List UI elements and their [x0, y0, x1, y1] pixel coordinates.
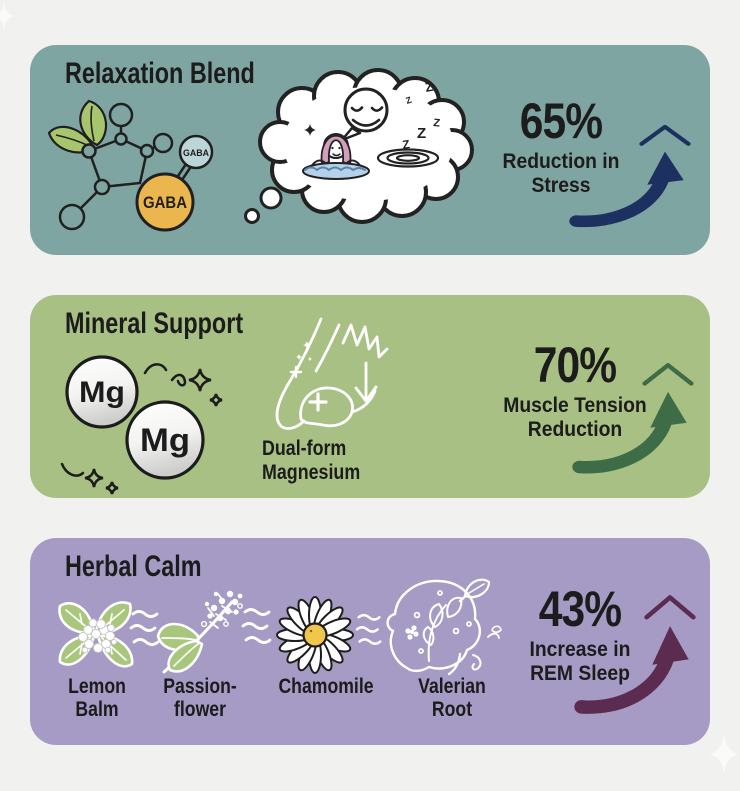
- mg-sphere: [125, 400, 205, 480]
- herb-label-passionflower: Passion-flower: [163, 675, 237, 722]
- thought-trail-bubble: [244, 208, 260, 224]
- down-arrow-icon: [354, 361, 378, 403]
- mg-symbol: Mg: [140, 422, 190, 458]
- trend-up-arrow-icon: [569, 124, 691, 228]
- svg-text:Z: Z: [433, 117, 441, 130]
- svg-text:Z: Z: [417, 125, 426, 142]
- flexed-muscle-icon: [275, 317, 389, 430]
- stat-value: 65%: [519, 93, 603, 149]
- stat-value: 70%: [533, 337, 617, 393]
- gaba-molecule-icon: GABA GABA: [47, 99, 214, 232]
- lemon-balm-icon: [58, 601, 134, 668]
- zzz-icon: Z Z Z Z Z: [401, 79, 440, 152]
- panel-title-relaxation-blend: Relaxation Blend: [65, 57, 255, 90]
- panel-herbal-calm: Herbal Calm: [30, 538, 710, 745]
- aroma-waves-icon: [129, 610, 160, 646]
- svg-text:Z: Z: [401, 137, 410, 152]
- gaba-node-small: [178, 134, 214, 170]
- flower-spikes: [204, 590, 243, 622]
- sleeping-person-icon: [302, 124, 370, 180]
- gaba-label-large: GABA: [143, 194, 187, 212]
- dream-thought-bubble-icon: Z Z Z Z Z: [244, 68, 474, 224]
- mg-symbol: Mg: [79, 376, 125, 409]
- flower-center: [302, 622, 328, 648]
- flower-spike-outlines: [200, 603, 243, 628]
- svg-text:Z: Z: [405, 95, 414, 106]
- sparkle-icon: [105, 481, 119, 495]
- smiley-cloud-icon: [340, 87, 389, 142]
- tension-zigzag-icon: [341, 323, 389, 359]
- panel-mineral-support: Mineral Support Mg Mg: [30, 295, 710, 498]
- leaf-vein: [90, 105, 95, 142]
- mg-sphere: [65, 355, 139, 429]
- leaf-veins: [65, 609, 127, 661]
- aroma-waves-icon: [241, 608, 272, 644]
- flower-center-dot: [309, 629, 313, 633]
- molecule-nodes: [58, 102, 174, 231]
- bath-water: [302, 162, 370, 180]
- leaf-veins: [161, 637, 199, 667]
- panel-relaxation-blend: Relaxation Blend GABA GABA: [30, 45, 710, 255]
- sparkle-icon: [209, 393, 223, 407]
- aroma-waves-icon: [355, 613, 382, 645]
- thought-trail-bubble: [259, 186, 283, 210]
- plus-mark: [289, 365, 303, 379]
- herb-label-chamomile: Chamomile: [278, 675, 374, 698]
- gaba-node-large: [135, 172, 195, 232]
- gaba-label-small: GABA: [183, 148, 209, 159]
- flower-cluster: [405, 625, 419, 640]
- sparkle-accents: [296, 341, 312, 361]
- plus-mark: [308, 392, 328, 412]
- sparkle-icon: [188, 368, 212, 392]
- sparkle-icon: [84, 468, 104, 488]
- sparkle-icon: [709, 734, 739, 774]
- magnesium-spheres-icon: Mg Mg: [60, 355, 223, 495]
- stat-value: 43%: [538, 581, 622, 637]
- head-outline: [386, 579, 482, 673]
- panel-title-herbal-calm: Herbal Calm: [65, 550, 202, 583]
- trend-up-arrow-icon: [574, 595, 696, 714]
- leaf-icon: [79, 99, 108, 147]
- berry-cluster: [78, 618, 117, 654]
- trend-up-arrow-icon: [572, 363, 694, 474]
- chamomile-icon: [276, 596, 354, 674]
- svg-text:Z: Z: [424, 79, 434, 95]
- passionflower-icon: [156, 590, 243, 674]
- sparkle-icon: [0, 2, 14, 30]
- sparkle-accents: [60, 363, 223, 495]
- dots: [413, 590, 472, 654]
- panel-title-mineral-support: Mineral Support: [65, 307, 244, 340]
- ripple-icon: [376, 148, 440, 168]
- sparkle-icon: [304, 124, 316, 136]
- valerian-root-icon: [386, 578, 502, 676]
